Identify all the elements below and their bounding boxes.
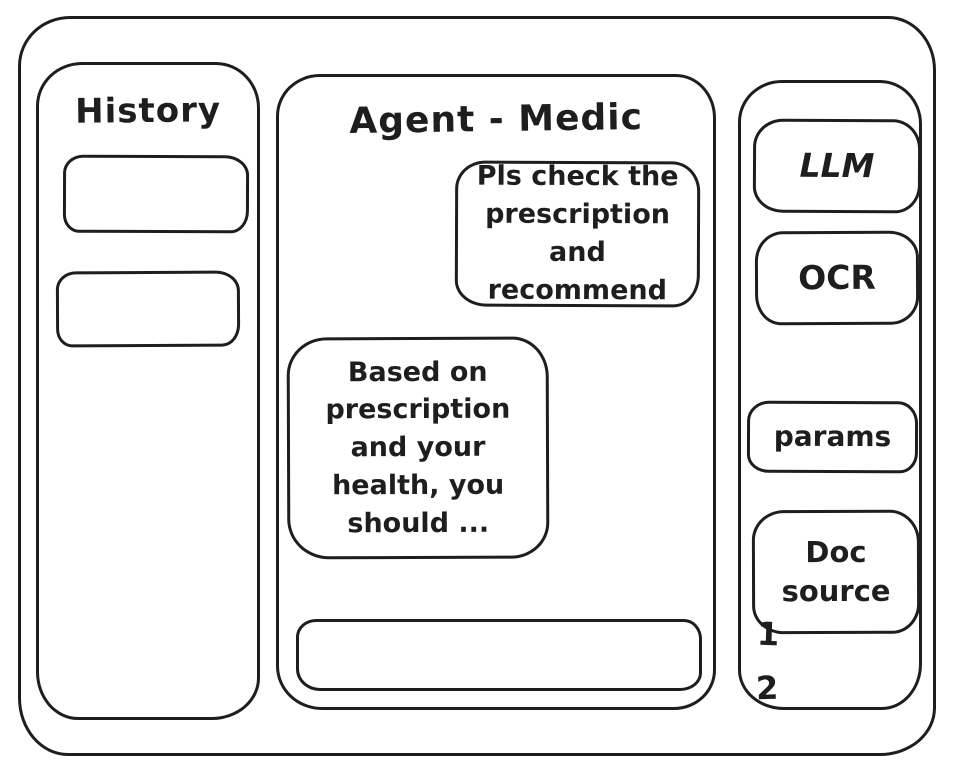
- user-message-bubble: Pls check the prescription and recommend: [454, 160, 701, 308]
- chat-panel: Agent - Medic Pls check the prescription…: [276, 74, 716, 710]
- params-button[interactable]: params: [746, 400, 919, 474]
- ocr-button-label: OCR: [798, 257, 876, 297]
- llm-button[interactable]: LLM: [752, 118, 922, 214]
- chat-input[interactable]: [296, 619, 702, 691]
- history-title: History: [74, 90, 222, 132]
- tools-panel: LLM OCR params Doc source 1 2: [738, 80, 922, 710]
- chat-title: Agent - Medic: [349, 96, 644, 143]
- assistant-message-text: Based on prescription and your health, y…: [325, 356, 511, 539]
- ocr-button[interactable]: OCR: [754, 230, 920, 326]
- llm-button-label: LLM: [799, 145, 875, 185]
- doc-source-button-label: Doc source: [781, 534, 891, 609]
- history-item[interactable]: [55, 270, 241, 348]
- history-item[interactable]: [62, 154, 250, 234]
- doc-source-item-2: 2: [755, 668, 779, 708]
- user-message-text: Pls check the prescription and recommend: [476, 161, 679, 307]
- params-button-label: params: [773, 419, 892, 454]
- doc-source-item-1: 1: [756, 614, 780, 654]
- assistant-message-bubble: Based on prescription and your health, y…: [286, 336, 550, 560]
- history-panel: History: [36, 62, 260, 720]
